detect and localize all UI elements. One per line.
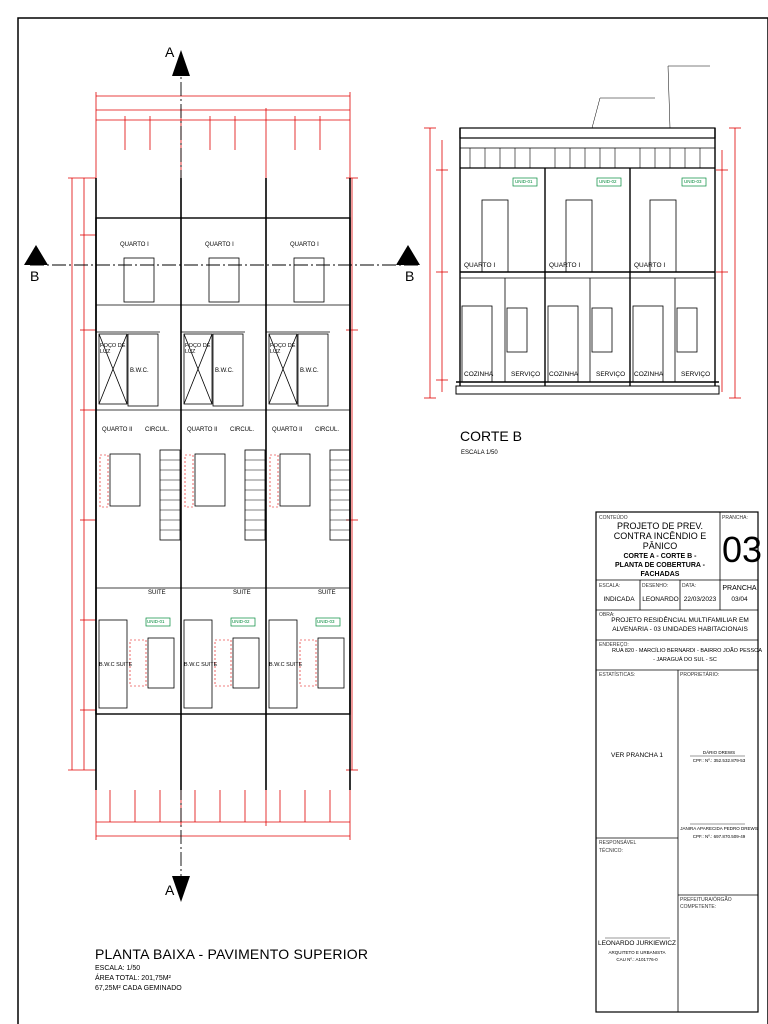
tb-owner1-cpf: CPF.: Nº.: 352.532.879-53 [692, 758, 746, 763]
room-label: B.W.C SUITE [269, 662, 303, 668]
tb-conteudo-label: CONTEÚDO [599, 515, 628, 521]
unit-tag: UNID-02 [599, 179, 617, 184]
section-room-label: QUARTO I [464, 262, 496, 269]
room-label: QUARTO II [102, 427, 133, 433]
plan-area-total: ÁREA TOTAL: 201,75M² [95, 975, 171, 982]
tb-endereco-label: ENDEREÇO: [599, 642, 629, 648]
section-room-label: COZINHA [549, 371, 579, 378]
section-drawing [424, 65, 741, 399]
unit-tag: UNID-01 [147, 619, 165, 624]
tb-proprietario-label: PROPRIETÁRIO: [680, 672, 720, 678]
room-label: SUITE [148, 590, 166, 596]
room-label: CIRCUL. [315, 427, 340, 433]
tb-responsavel-label: RESPONSÁVEL [599, 840, 637, 846]
room-label: POÇO DE LUZ [270, 343, 296, 355]
room-label: QUARTO I [205, 242, 234, 248]
tb-responsavel-cau: CAU Nº.: A101776-0 [616, 957, 658, 962]
plan-scale: ESCALA: 1/50 [95, 965, 141, 972]
cut-a-top-label: A [165, 44, 175, 60]
tb-desenho-value: LEONARDO [642, 596, 679, 603]
section-title: CORTE B [460, 428, 522, 444]
room-label: POÇO DE LUZ [185, 343, 211, 355]
room-label: B.W.C SUITE [184, 662, 218, 668]
tb-prancha-number: 03 [722, 529, 763, 570]
tb-endereco-line1: RUA 820 - MARCÍLIO BERNARDI - BAIRRO JOÃ… [612, 648, 763, 654]
room-label: QUARTO I [290, 242, 319, 248]
tb-prefeitura-label: PREFEITURA/ÓRGÃO COMPETENTE: [680, 897, 732, 910]
tb-tecnico-label: TÉCNICO: [599, 848, 623, 854]
section-room-label: SERVIÇO [596, 371, 626, 378]
unit-tag: UNID-01 [515, 179, 533, 184]
cut-b-left-label: B [30, 268, 40, 284]
room-label: QUARTO II [187, 427, 218, 433]
tb-estatisticas-label: ESTATÍSTICAS: [599, 672, 636, 678]
unit-tag: UNID-02 [232, 619, 250, 624]
room-label: B.W.C. [300, 368, 319, 374]
section-room-label: COZINHA [634, 371, 664, 378]
tb-desenho-label: DESENHO: [642, 583, 669, 589]
room-label: SUITE [318, 590, 336, 596]
section-scale: ESCALA 1/50 [461, 450, 498, 456]
tb-owner1-name: DÁRIO DREWS [702, 750, 736, 755]
cut-a-bottom-label: A [165, 882, 175, 898]
room-label: B.W.C. [130, 368, 149, 374]
section-room-label: COZINHA [464, 371, 494, 378]
section-room-label: QUARTO I [549, 262, 581, 269]
tb-owner2-name: JANIRA APARECIDA PEDRO DREWS [680, 826, 758, 831]
tb-escala-label: ESCALA: [599, 583, 621, 589]
unit-tag: UNID-03 [317, 619, 335, 624]
floor-plan [24, 50, 420, 902]
room-label: B.W.C. [215, 368, 234, 374]
tb-endereco-line2: - JARAGUÁ DO SUL - SC [653, 657, 717, 663]
tb-data-label: DATA: [682, 583, 696, 589]
plan-title: PLANTA BAIXA - PAVIMENTO SUPERIOR [95, 946, 369, 962]
tb-estatisticas-value: VER PRANCHA 1 [610, 752, 664, 759]
tb-project-title: PROJETO DE PREV. CONTRA INCÊNDIO E PÂNIC… [613, 521, 707, 551]
tb-obra-value: PROJETO RESIDÊNCIAL MULTIFAMILIAR EM ALV… [611, 617, 749, 633]
room-label: CIRCUL. [230, 427, 255, 433]
tb-prancha-label: PRANCHA: [722, 515, 748, 521]
tb-escala-value: INDICADA [603, 596, 635, 603]
room-label: B.W.C SUITE [99, 662, 133, 668]
section-room-label: SERVIÇO [681, 371, 711, 378]
tb-data-value: 22/03/2023 [683, 596, 717, 603]
title-block [595, 511, 759, 1013]
tb-responsavel-role: ARQUITETO E URBANISTA [608, 950, 666, 955]
room-label: QUARTO I [120, 242, 149, 248]
tb-obra-label: OBRA: [599, 612, 615, 618]
cut-b-right-label: B [405, 268, 415, 284]
tb-responsavel-name: LEONARDO JURKIEWICZ [597, 940, 676, 947]
room-label: SUITE [233, 590, 251, 596]
room-label: QUARTO II [272, 427, 303, 433]
plan-area-each: 67,25M² CADA GEMINADO [95, 985, 182, 992]
tb-prancha-count: 03/04 [731, 596, 748, 603]
tb-owner2-cpf: CPF.: Nº.: 697.870.509-49 [692, 834, 746, 839]
tb-content: CORTE A - CORTE B - PLANTA DE COBERTURA … [615, 553, 705, 578]
section-room-label: QUARTO I [634, 262, 666, 269]
room-label: POÇO DE LUZ [100, 343, 126, 355]
room-label: CIRCUL. [145, 427, 170, 433]
unit-tag: UNID-03 [684, 179, 702, 184]
section-room-label: SERVIÇO [511, 371, 541, 378]
tb-prancha-title: PRANCHA [722, 585, 757, 592]
